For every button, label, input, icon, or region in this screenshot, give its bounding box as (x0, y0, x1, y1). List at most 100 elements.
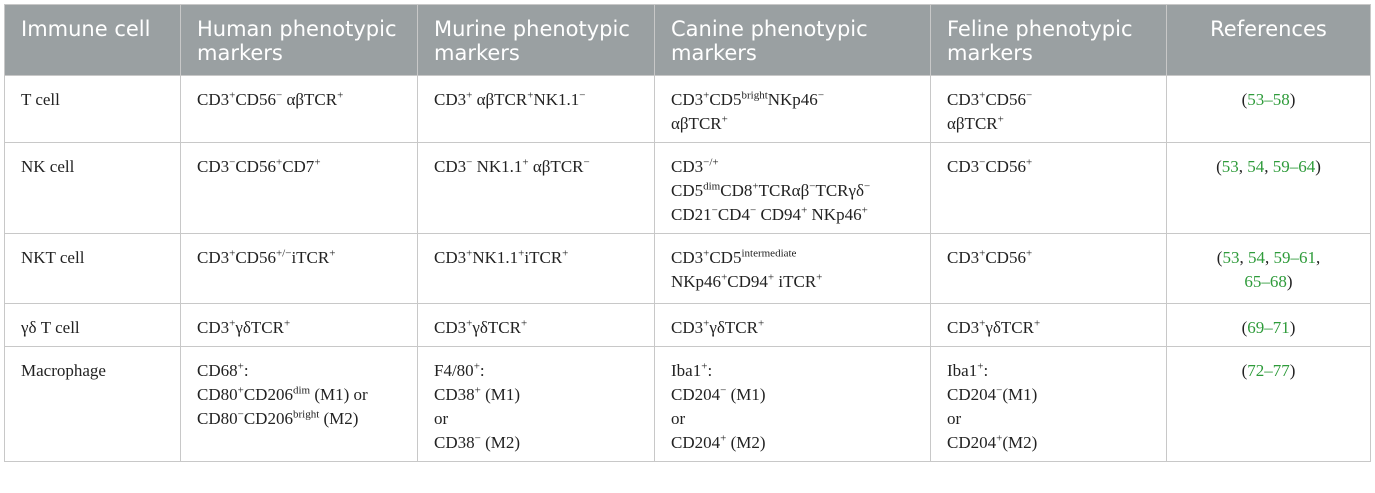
marker-superscript: + (979, 317, 986, 330)
marker-line: CD3+CD56− αβTCR+ (197, 89, 344, 109)
marker-superscript: + (979, 89, 986, 102)
marker-superscript: dim (292, 384, 311, 397)
header-murine: Murine phenotypic markers (417, 4, 655, 76)
marker-superscript: + (522, 156, 529, 169)
cell-type: T cell (4, 75, 181, 143)
marker-superscript: + (767, 271, 775, 284)
marker-superscript: − (229, 156, 236, 169)
marker-superscript: − (1025, 89, 1033, 102)
marker-line: or (434, 409, 449, 428)
marker-superscript: − (996, 384, 1003, 397)
marker-superscript: + (816, 271, 823, 284)
marker-line: or (671, 409, 686, 428)
table-row: T cell CD3+CD56− αβTCR+ CD3+ αβTCR+NK1.1… (4, 75, 1371, 143)
marker-superscript: bright (741, 89, 768, 102)
reference-link[interactable]: 72–77 (1247, 361, 1290, 380)
marker-superscript: + (721, 271, 728, 284)
marker-superscript: − (275, 89, 283, 102)
marker-superscript: + (329, 247, 336, 260)
marker-superscript: + (275, 156, 283, 169)
marker-superscript: −/+ (703, 156, 719, 169)
human-markers: CD3+CD56− αβTCR+ (180, 75, 418, 143)
marker-line: CD3+ αβTCR+NK1.1− (434, 89, 586, 109)
marker-superscript: + (977, 360, 984, 373)
marker-superscript: + (229, 317, 236, 330)
marker-line: αβTCR+ (671, 113, 728, 133)
cell-type: Macrophage (4, 346, 181, 462)
cell-type: γδ T cell (4, 303, 181, 347)
marker-superscript: + (721, 113, 728, 126)
table-row: NK cell CD3−CD56+CD7+ CD3− NK1.1+ αβTCR−… (4, 142, 1371, 234)
marker-line: CD38− (M2) (434, 432, 521, 452)
murine-markers: CD3+NK1.1+iTCR+ (417, 233, 655, 304)
marker-superscript: + (466, 247, 473, 260)
references: (72–77) (1166, 346, 1371, 462)
reference-link[interactable]: 69–71 (1247, 318, 1290, 337)
reference-link[interactable]: 53–58 (1247, 90, 1290, 109)
marker-superscript: + (703, 89, 710, 102)
references: (53–58) (1166, 75, 1371, 143)
cell-type: NKT cell (4, 233, 181, 304)
references: (53, 54, 59–61,65–68) (1166, 233, 1371, 304)
marker-superscript: + (466, 89, 473, 102)
reference-link[interactable]: 54 (1247, 157, 1265, 176)
marker-line: CD80−CD206bright (M2) (197, 408, 359, 428)
marker-superscript: − (474, 432, 481, 445)
marker-superscript: − (579, 89, 586, 102)
marker-line: Iba1+: (947, 360, 989, 380)
marker-line: CD3+CD56− (947, 89, 1033, 109)
marker-superscript: + (562, 247, 569, 260)
table-row: NKT cell CD3+CD56+/−iTCR+ CD3+NK1.1+iTCR… (4, 233, 1371, 304)
marker-line: αβTCR+ (947, 113, 1004, 133)
marker-superscript: + (701, 360, 708, 373)
marker-superscript: + (757, 317, 765, 330)
header-canine: Canine phenotypic markers (654, 4, 931, 76)
header-human: Human phenotypic markers (180, 4, 418, 76)
marker-superscript: + (229, 247, 236, 260)
marker-superscript: + (979, 247, 986, 260)
marker-line: CD3+CD5brightNKp46− (671, 89, 825, 109)
header-feline: Feline phenotypic markers (930, 4, 1167, 76)
marker-line: CD3−CD56+ (947, 156, 1033, 176)
human-markers: CD3+CD56+/−iTCR+ (180, 233, 418, 304)
marker-superscript: − (979, 156, 986, 169)
marker-superscript: − (817, 89, 825, 102)
marker-line: CD5dimCD8+TCRαβ−TCRγδ− (671, 180, 871, 200)
marker-line: CD3−CD56+CD7+ (197, 156, 321, 176)
murine-markers: CD3+ αβTCR+NK1.1− (417, 75, 655, 143)
feline-markers: CD3+CD56+ (930, 233, 1167, 304)
marker-line: NKp46+CD94+ iTCR+ (671, 271, 823, 291)
marker-superscript: − (237, 408, 244, 421)
reference-link[interactable]: 54 (1247, 248, 1265, 267)
marker-line: CD204− (M1) (671, 384, 766, 404)
reference-link[interactable]: 59–64 (1272, 157, 1316, 176)
marker-line: CD3+CD56+/−iTCR+ (197, 247, 336, 267)
marker-line: CD3+NK1.1+iTCR+ (434, 247, 569, 267)
feline-markers: CD3+γδTCR+ (930, 303, 1167, 347)
table-row: γδ T cell CD3+γδTCR+ CD3+γδTCR+ CD3+γδTC… (4, 303, 1371, 347)
canine-markers: CD3+CD5brightNKp46− αβTCR+ (654, 75, 931, 143)
references: (69–71) (1166, 303, 1371, 347)
marker-superscript: + (861, 204, 868, 217)
reference-link[interactable]: 53 (1222, 248, 1240, 267)
marker-superscript: − (749, 204, 757, 217)
marker-line: CD204+ (M2) (671, 432, 766, 452)
marker-superscript: + (237, 360, 244, 373)
marker-line: CD3+γδTCR+ (671, 317, 765, 337)
markers-table: Immune cell Human phenotypic markers Mur… (4, 4, 1371, 462)
marker-line: CD3+γδTCR+ (197, 317, 291, 337)
marker-line: CD80+CD206dim (M1) or (197, 384, 368, 404)
marker-superscript: + (473, 360, 480, 373)
marker-line: CD3+CD56+ (947, 247, 1033, 267)
canine-markers: CD3−/+CD5dimCD8+TCRαβ−TCRγδ−CD21−CD4− CD… (654, 142, 931, 234)
marker-line: CD21−CD4− CD94+ NKp46+ (671, 204, 868, 224)
marker-superscript: + (466, 317, 473, 330)
marker-superscript: + (703, 247, 710, 260)
reference-link[interactable]: 59–61 (1273, 248, 1316, 267)
marker-superscript: + (801, 204, 808, 217)
reference-link[interactable]: 65–68 (1244, 272, 1287, 291)
reference-link[interactable]: 53 (1221, 157, 1239, 176)
marker-superscript: − (711, 204, 718, 217)
marker-line: CD3− NK1.1+ αβTCR− (434, 156, 590, 176)
